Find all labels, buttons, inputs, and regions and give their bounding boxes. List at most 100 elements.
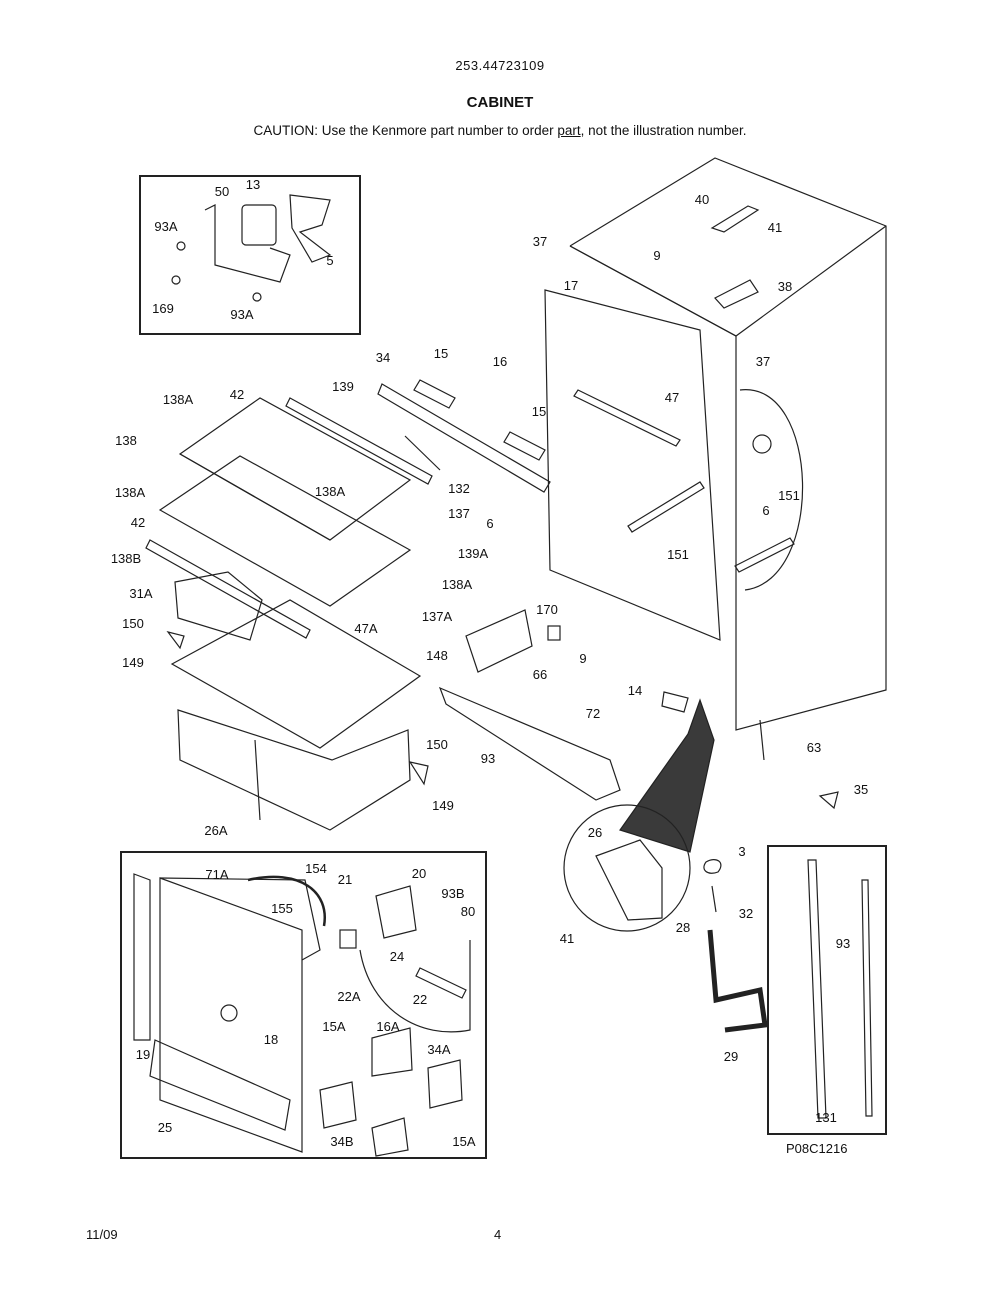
trim-19: [133, 873, 151, 1041]
callout-label: 71A: [205, 867, 228, 882]
callout-label: 63: [807, 740, 821, 755]
callout-label: 21: [338, 872, 352, 887]
callout-label: 9: [653, 248, 660, 263]
light-cover-34A: [371, 1027, 413, 1077]
callout-label: 24: [390, 949, 404, 964]
light-cover-34B-c: [427, 1059, 463, 1109]
callout-label: 170: [536, 602, 558, 617]
rail-47: [573, 389, 681, 447]
cabinet-rear-port: [752, 434, 772, 454]
wrench-29: [707, 929, 768, 1033]
callout-label: 93B: [441, 886, 464, 901]
cabinet-body: [569, 157, 887, 731]
rail-151-right: [734, 537, 795, 573]
callout-label: 5: [326, 253, 333, 268]
hinge-detail-bubble: [563, 804, 691, 932]
shelf-top-front-trim: [179, 453, 331, 541]
cover-20: [375, 885, 417, 939]
fan-motor-bracket: [204, 204, 291, 283]
callout-label: 151: [667, 547, 689, 562]
footer-date: 11/09: [86, 1227, 118, 1242]
knob-18: [220, 1004, 238, 1022]
toe-grille-72: [438, 686, 621, 801]
callout-label: 6: [486, 516, 493, 531]
light-cover-34B-b: [371, 1117, 409, 1157]
hinge-bracket-28: [595, 839, 663, 921]
callout-label: 14: [628, 683, 642, 698]
callout-label: 47: [665, 390, 679, 405]
hinge-cover-40: [710, 205, 760, 233]
callout-label: 138A: [115, 485, 146, 500]
crisper-drawers-26A: [177, 709, 411, 831]
callout-label: 38: [778, 279, 792, 294]
callout-label: 169: [152, 301, 174, 316]
callout-label: 19: [136, 1047, 150, 1062]
shim-3: [703, 859, 722, 874]
callout-label: 26A: [204, 823, 227, 838]
shelf-frame-139: [285, 397, 433, 485]
callout-label: 138: [115, 433, 137, 448]
callout-label: 20: [412, 866, 426, 881]
callout-label: 34B: [330, 1134, 353, 1149]
rail-inset-frame: [767, 845, 887, 1135]
hinge-pin-32: [711, 885, 717, 913]
figure-code: P08C1216: [786, 1141, 848, 1156]
callout-labels: 50 13 93A 5 169 93A 40 41 37 9 17 38 37 …: [111, 177, 868, 1149]
callout-label: 149: [122, 655, 144, 670]
callout-label: 93: [836, 936, 850, 951]
callout-label: 139A: [458, 546, 489, 561]
screw-93a-bot: [252, 292, 262, 302]
section-title: CABINET: [466, 94, 534, 111]
callout-label: 6: [762, 503, 769, 518]
bin-66: [465, 609, 533, 673]
switch-21: [339, 929, 357, 949]
shelf-top: [178, 397, 412, 541]
shelf-trim-138B: [145, 539, 311, 639]
caution-part-link[interactable]: part: [557, 123, 581, 138]
callout-label: 80: [461, 904, 475, 919]
callout-label: 35: [854, 782, 868, 797]
cabinet-top-edge: [569, 225, 887, 337]
callout-label: 138A: [442, 577, 473, 592]
callout-label: 93A: [154, 219, 177, 234]
callout-label: 148: [426, 648, 448, 663]
callout-label: 151: [778, 488, 800, 503]
hinge-detail-leader: [619, 698, 715, 853]
callout-label: 17: [564, 278, 578, 293]
callout-label: 137A: [422, 609, 453, 624]
callout-label: 41: [560, 931, 574, 946]
crisper-31A: [174, 571, 263, 641]
hinge-38: [714, 279, 759, 309]
clip-150-149-bot: [408, 761, 429, 786]
callout-label: 138B: [111, 551, 141, 566]
callout-label: 31A: [129, 586, 152, 601]
dispenser-face: [159, 877, 321, 961]
callout-label: 66: [533, 667, 547, 682]
callout-label: 149: [432, 798, 454, 813]
callout-label: 150: [426, 737, 448, 752]
callout-label: 34A: [427, 1042, 450, 1057]
callout-label: 15A: [452, 1134, 475, 1149]
callout-label: 32: [739, 906, 753, 921]
callout-label: 28: [676, 920, 690, 935]
control-track-34: [377, 383, 551, 493]
shelf-middle: [158, 455, 412, 607]
callout-label: 13: [246, 177, 260, 192]
callout-label: 47A: [354, 621, 377, 636]
callout-label: 22A: [337, 989, 360, 1004]
callout-label: 42: [230, 387, 244, 402]
fan-blade: [289, 194, 332, 263]
callout-label: 50: [215, 184, 229, 199]
callout-label: 16A: [376, 1019, 399, 1034]
screw-93a-top: [176, 241, 186, 251]
callout-label: 93A: [230, 307, 253, 322]
callout-label: 155: [271, 901, 293, 916]
dispenser-housing-71A: [159, 877, 303, 1153]
callout-label: 37: [533, 234, 547, 249]
callout-label: 16: [493, 354, 507, 369]
callout-label: 137: [448, 506, 470, 521]
callout-label: 41: [768, 220, 782, 235]
paddle-22: [415, 967, 467, 999]
model-number: 253.44723109: [455, 58, 545, 73]
callout-label: 42: [131, 515, 145, 530]
